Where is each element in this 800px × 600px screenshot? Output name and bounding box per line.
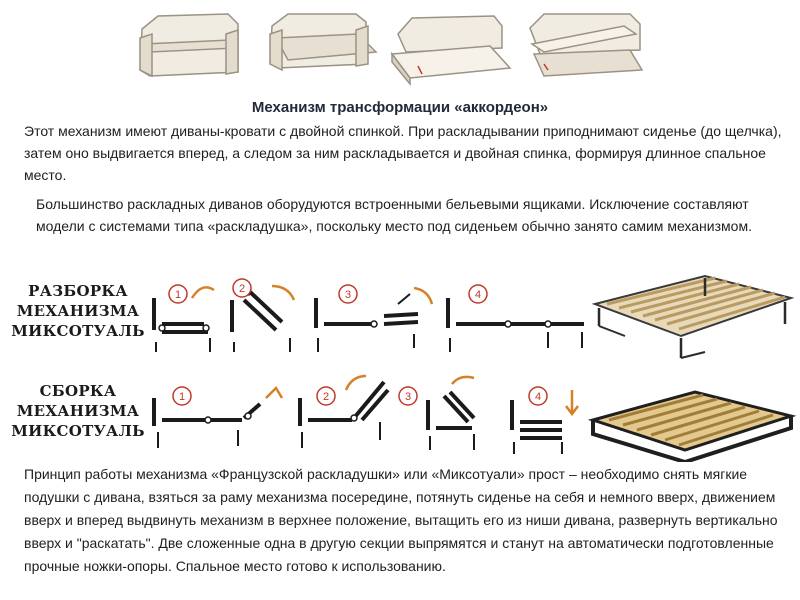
sofa-transformation-illustration xyxy=(139,13,644,87)
paragraph-mixotual-mechanism: Принцип работы механизма «Французской ра… xyxy=(24,466,778,574)
paragraph-storage-boxes: Большинство раскладных диванов оборудуют… xyxy=(36,196,752,234)
unfold-step-number: 4 xyxy=(475,289,481,301)
unfold-step-3 xyxy=(314,286,434,352)
fold-step-3 xyxy=(426,375,476,450)
page-title: Механизм трансформации «аккордеон» xyxy=(251,99,549,116)
unfold-step-number: 2 xyxy=(239,283,245,295)
unfold-steps-diagram: 1 2 3 4 xyxy=(152,278,584,352)
label-unfold-mechanism: РАЗБОРКА МЕХАНИЗМА МИКСОТУАЛЬ xyxy=(11,282,145,340)
fold-steps-diagram: 1 2 3 4 xyxy=(152,374,579,454)
fold-step-1 xyxy=(152,385,284,448)
fold-step-number: 2 xyxy=(323,391,329,403)
folded-frame-illustration xyxy=(587,390,797,462)
sofa-stage-4 xyxy=(529,13,644,77)
sofa-stage-1 xyxy=(139,13,239,78)
unfold-step-badges: 1 2 3 4 xyxy=(168,278,488,304)
fold-step-number: 3 xyxy=(405,391,411,403)
unfolded-frame-illustration xyxy=(591,274,795,359)
unfold-step-number: 1 xyxy=(175,289,181,301)
label-fold-mechanism: СБОРКА МЕХАНИЗМА МИКСОТУАЛЬ xyxy=(11,382,145,440)
sofa-stage-3 xyxy=(390,15,512,87)
fold-step-badges: 1 2 3 4 xyxy=(172,386,548,406)
unfold-step-1 xyxy=(152,286,215,352)
fold-step-number: 1 xyxy=(179,391,185,403)
unfold-step-4 xyxy=(446,298,584,352)
sofa-stage-2 xyxy=(269,13,378,72)
paragraph-accordion-mechanism: Этот механизм имеют диваны-кровати с дво… xyxy=(24,123,782,183)
fold-step-2 xyxy=(298,374,390,448)
unfold-step-number: 3 xyxy=(345,289,351,301)
fold-step-number: 4 xyxy=(535,391,541,403)
fold-step-4 xyxy=(510,390,579,454)
